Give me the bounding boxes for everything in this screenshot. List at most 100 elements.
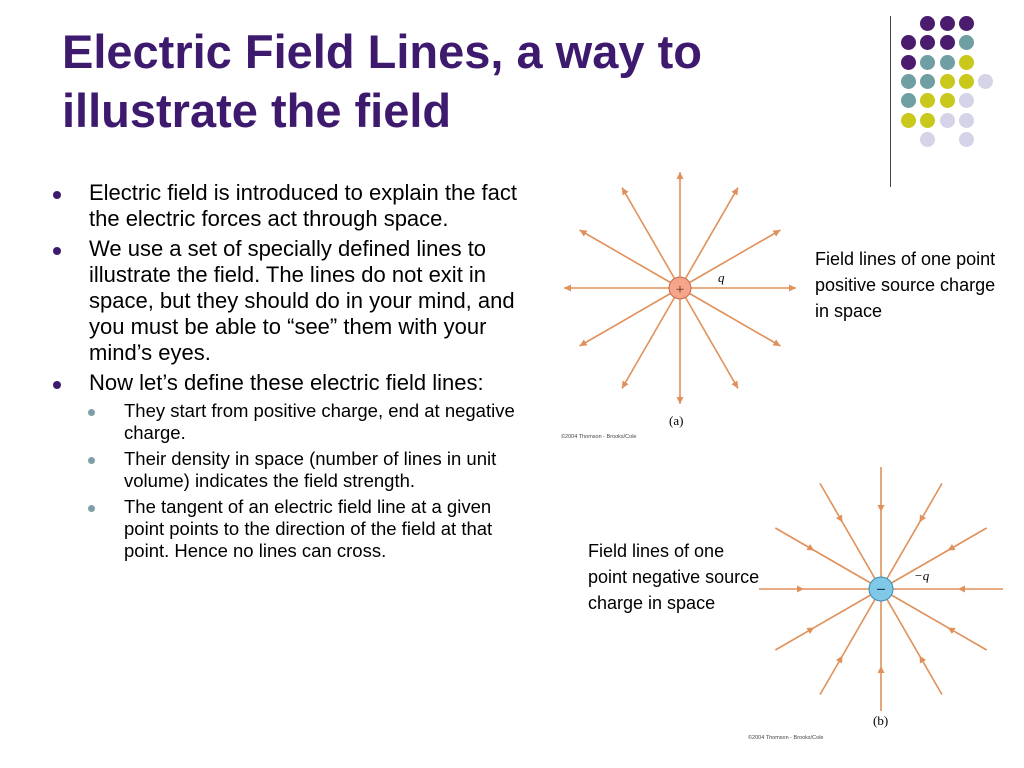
decorative-dot	[958, 93, 974, 109]
sub-bullet-text: They start from positive charge, end at …	[124, 400, 515, 443]
field-arrowhead	[622, 380, 629, 389]
decorative-dot	[920, 131, 936, 147]
decorative-dot	[901, 112, 916, 128]
sub-bullet-text: The tangent of an electric field line at…	[124, 496, 493, 561]
decorative-dot	[901, 93, 916, 109]
field-arrowhead	[731, 380, 738, 389]
bullet-icon	[53, 381, 61, 389]
negative-field-diagram: − −q (b) ©2004 Thomson - Brooks/Cole	[748, 467, 1003, 741]
field-line	[684, 297, 739, 389]
field-line	[774, 527, 872, 584]
field-line	[689, 292, 781, 347]
decorative-dot	[939, 112, 955, 128]
sub-bullet-text: Their density in space (number of lines …	[124, 448, 497, 491]
bullet-item: Electric field is introduced to explain …	[48, 180, 518, 232]
field-arrowhead	[919, 655, 927, 664]
field-arrowhead	[564, 284, 571, 292]
copyright-credit: ©2004 Thomson - Brooks/Cole	[748, 734, 824, 741]
positive-field-diagram: + q (a) ©2004 Thomson - Brooks/Cole	[561, 172, 796, 440]
field-arrowhead	[772, 339, 781, 346]
decorative-dot	[939, 73, 955, 89]
field-arrowhead	[877, 666, 885, 673]
charge-label: −q	[914, 568, 930, 583]
positive-figure-caption: Field lines of one point positive source…	[815, 249, 996, 321]
bullet-icon	[53, 247, 61, 255]
decorative-divider	[890, 16, 891, 187]
field-arrowhead	[835, 514, 843, 523]
field-arrowhead	[731, 187, 738, 196]
decorative-dot	[939, 35, 955, 51]
field-lines	[564, 172, 796, 404]
sub-bullet-icon	[88, 457, 95, 464]
field-line	[621, 187, 676, 279]
field-arrowhead	[806, 543, 815, 551]
negative-figure-caption: Field lines of one point negative source…	[588, 541, 760, 613]
field-arrowhead	[919, 514, 927, 523]
decorative-dot	[939, 54, 955, 70]
charge-label: q	[718, 270, 725, 285]
decorative-dot	[958, 131, 974, 147]
field-arrowhead	[622, 187, 629, 196]
bullet-text: Now let’s define these electric field li…	[89, 370, 484, 395]
field-arrowhead	[772, 230, 781, 237]
field-arrowhead	[579, 230, 588, 237]
field-line	[684, 187, 739, 279]
field-line	[579, 229, 671, 284]
bullet-item: We use a set of specially defined lines …	[48, 236, 518, 366]
decorative-dot	[920, 112, 936, 128]
slide-title: Electric Field Lines, a way to illustrat…	[62, 25, 702, 137]
field-arrowhead	[947, 627, 956, 635]
decorative-dot	[920, 16, 936, 31]
field-arrowhead	[797, 585, 804, 593]
field-line	[819, 482, 876, 580]
field-line	[774, 594, 872, 651]
bullet-item: Now let’s define these electric field li…	[48, 370, 518, 562]
field-arrowhead	[789, 284, 796, 292]
field-line	[886, 598, 943, 696]
field-arrowhead	[835, 655, 843, 664]
decorative-dot	[958, 35, 974, 51]
decorative-dot	[901, 54, 916, 70]
field-lines	[759, 467, 1003, 711]
field-arrowhead	[877, 505, 885, 512]
decorative-dot	[901, 73, 916, 89]
field-line	[819, 598, 876, 696]
field-line	[890, 594, 988, 651]
bullet-icon	[53, 191, 61, 199]
field-arrowhead	[676, 397, 684, 404]
charge-symbol: −	[876, 580, 886, 599]
sub-bullet-icon	[88, 409, 95, 416]
sub-bullet-item: Their density in space (number of lines …	[86, 448, 518, 492]
field-arrowhead	[947, 543, 956, 551]
sub-bullet-item: They start from positive charge, end at …	[86, 400, 518, 444]
decorative-dot	[939, 16, 955, 31]
field-arrowhead	[958, 585, 965, 593]
decorative-dot	[939, 93, 955, 109]
field-line	[579, 292, 671, 347]
decorative-dot	[958, 73, 974, 89]
decorative-dot	[901, 35, 916, 51]
field-arrowhead	[806, 627, 815, 635]
decorative-dot	[958, 54, 974, 70]
panel-label: (a)	[669, 413, 683, 428]
decorative-dot	[958, 112, 974, 128]
field-line	[621, 297, 676, 389]
decorative-dot	[920, 93, 936, 109]
decorative-dot	[920, 54, 936, 70]
copyright-credit: ©2004 Thomson - Brooks/Cole	[561, 433, 637, 440]
decorative-dot	[920, 73, 936, 89]
field-arrowhead	[676, 172, 684, 179]
bullet-text: We use a set of specially defined lines …	[89, 236, 515, 365]
negative-charge-figure: − −q (b) ©2004 Thomson - Brooks/Cole	[742, 450, 1020, 750]
bullet-list: Electric field is introduced to explain …	[48, 180, 518, 566]
field-line	[890, 527, 988, 584]
sub-bullet-list: They start from positive charge, end at …	[86, 400, 518, 562]
panel-label: (b)	[873, 713, 888, 728]
positive-charge	[668, 276, 692, 300]
sub-bullet-icon	[88, 505, 95, 512]
field-line	[689, 229, 781, 284]
decorative-dot	[920, 35, 936, 51]
negative-charge	[868, 576, 894, 602]
field-arrowhead	[579, 339, 588, 346]
sub-bullet-item: The tangent of an electric field line at…	[86, 496, 518, 562]
